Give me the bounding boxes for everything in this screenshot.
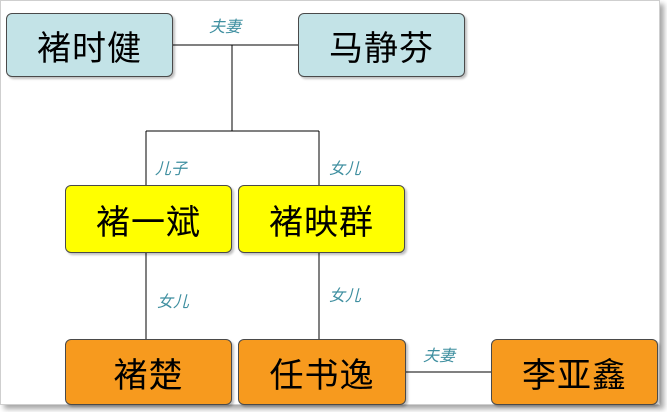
relation-label-daughter-left-bottom: 女儿 bbox=[157, 292, 190, 311]
relation-label-spouse-top: 夫妻 bbox=[209, 17, 242, 36]
diagram-canvas: 褚时健 马静芬 褚一斌 褚映群 褚楚 任书逸 李亚鑫 夫妻 儿子 女儿 女儿 女… bbox=[0, 0, 660, 405]
person-ren-shuyi[interactable]: 任书逸 bbox=[238, 339, 406, 405]
person-chu-yingqun[interactable]: 褚映群 bbox=[238, 185, 405, 253]
connector-lines bbox=[145, 44, 491, 373]
person-chu-yibin[interactable]: 褚一斌 bbox=[65, 185, 232, 253]
person-chu-chu[interactable]: 褚楚 bbox=[65, 339, 232, 405]
relation-label-spouse-bottom: 夫妻 bbox=[423, 346, 456, 365]
relation-label-daughter: 女儿 bbox=[329, 159, 362, 178]
person-ma-jingfen[interactable]: 马静芬 bbox=[298, 13, 465, 77]
person-chu-shijian[interactable]: 褚时健 bbox=[6, 13, 173, 77]
relation-label-daughter-right-bottom: 女儿 bbox=[329, 286, 362, 305]
person-li-yaxin[interactable]: 李亚鑫 bbox=[491, 339, 658, 405]
relation-label-son: 儿子 bbox=[155, 159, 188, 178]
